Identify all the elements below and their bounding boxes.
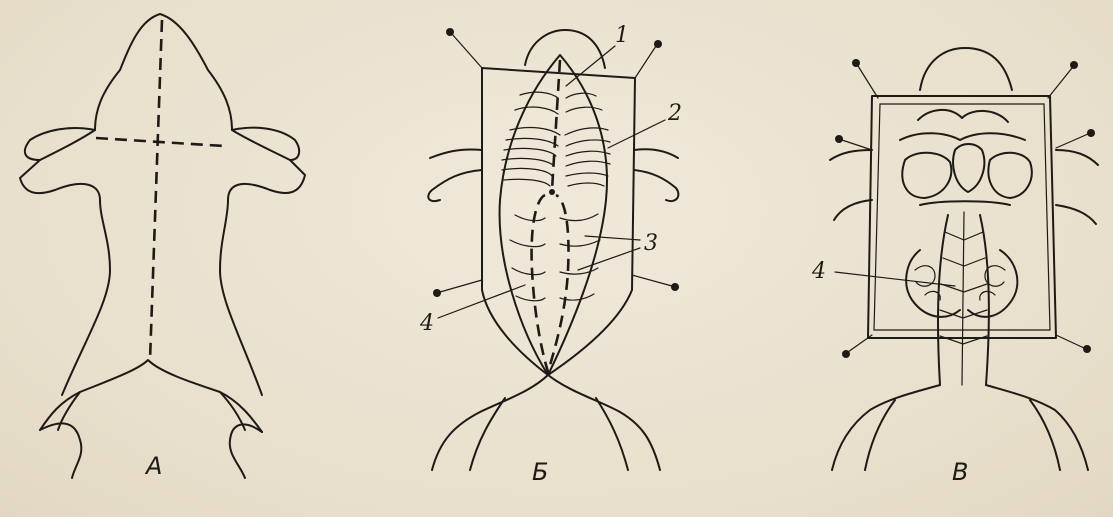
label-b-2: 2 (667, 101, 682, 126)
incision-line-vertical-a (150, 20, 162, 360)
caption-b: Б (532, 458, 548, 486)
frog-b-abdominal-muscles (510, 214, 600, 301)
panel-b: 1 2 3 4 (419, 23, 682, 470)
frog-a-left-arm (25, 128, 95, 160)
incision-line-center-b (552, 60, 560, 190)
frog-a-right-arm (232, 128, 299, 160)
frog-a-outline (20, 14, 305, 432)
label-v-4: 4 (811, 259, 826, 284)
frog-v-left-leg (832, 385, 940, 470)
panel-v: 4 (811, 48, 1098, 470)
leader-line-v-4 (835, 272, 955, 286)
caption-v: В (952, 458, 968, 486)
label-b-4: 4 (419, 311, 434, 336)
incision-junction-b (549, 189, 555, 195)
incision-line-horizontal-a (96, 138, 224, 146)
frog-v-organs (900, 110, 1032, 205)
frog-b-right-leg (548, 375, 660, 470)
frog-a-right-leg (220, 392, 262, 478)
frog-v-skin-frame (868, 96, 1056, 338)
panel-a (20, 14, 305, 478)
label-b-1: 1 (615, 23, 629, 48)
frog-v-left-arm (830, 150, 872, 220)
frog-v-head (920, 48, 1012, 90)
frog-v-intestines (906, 250, 1017, 317)
frog-v-right-leg (986, 385, 1088, 470)
pins-b (433, 28, 679, 297)
frog-v-right-arm (1056, 150, 1098, 224)
caption-a: А (144, 452, 162, 480)
frog-v-midline (962, 212, 964, 385)
frog-b-right-arm (634, 149, 678, 201)
label-b-3: 3 (644, 231, 658, 256)
frog-b-left-arm (428, 149, 482, 201)
frog-b-left-leg (432, 375, 548, 470)
